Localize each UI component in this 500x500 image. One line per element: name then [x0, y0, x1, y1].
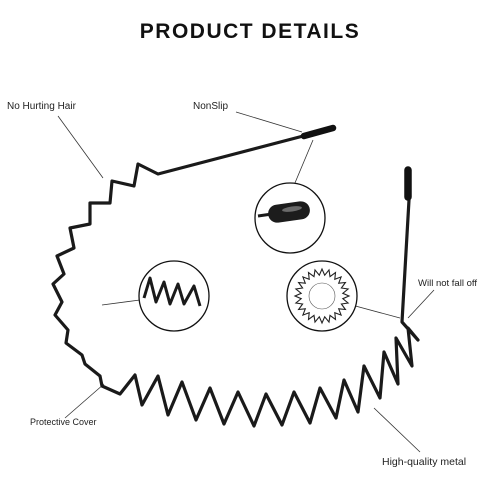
page-title: PRODUCT DETAILS	[139, 20, 361, 43]
leader-protective-zoom	[101, 299, 141, 306]
zoom-circle-wave	[138, 260, 210, 332]
label-protective-cover: Protective Cover	[30, 417, 97, 427]
leader-will-not-fall-off	[407, 289, 435, 319]
leader-lines	[57, 111, 435, 453]
label-nonslip: NonSlip	[193, 101, 229, 112]
leader-nonslip	[235, 111, 303, 133]
leader-protective-cover	[64, 383, 105, 419]
leader-teeth-zoom	[347, 303, 401, 319]
zoom-circle-nonslip	[254, 182, 326, 254]
leader-no-hurting-hair	[57, 115, 104, 179]
zoom-circle-teeth	[286, 260, 358, 332]
label-will-not-fall-off: Will not fall off	[418, 278, 477, 289]
label-no-hurting-hair: No Hurting Hair	[7, 101, 76, 112]
label-high-quality-metal: High-quality metal	[382, 456, 467, 468]
leader-nonslip-zoom	[291, 139, 314, 191]
leader-high-quality-metal	[373, 407, 421, 453]
headband-wire	[51, 127, 420, 428]
left-tip-cover	[300, 124, 337, 140]
